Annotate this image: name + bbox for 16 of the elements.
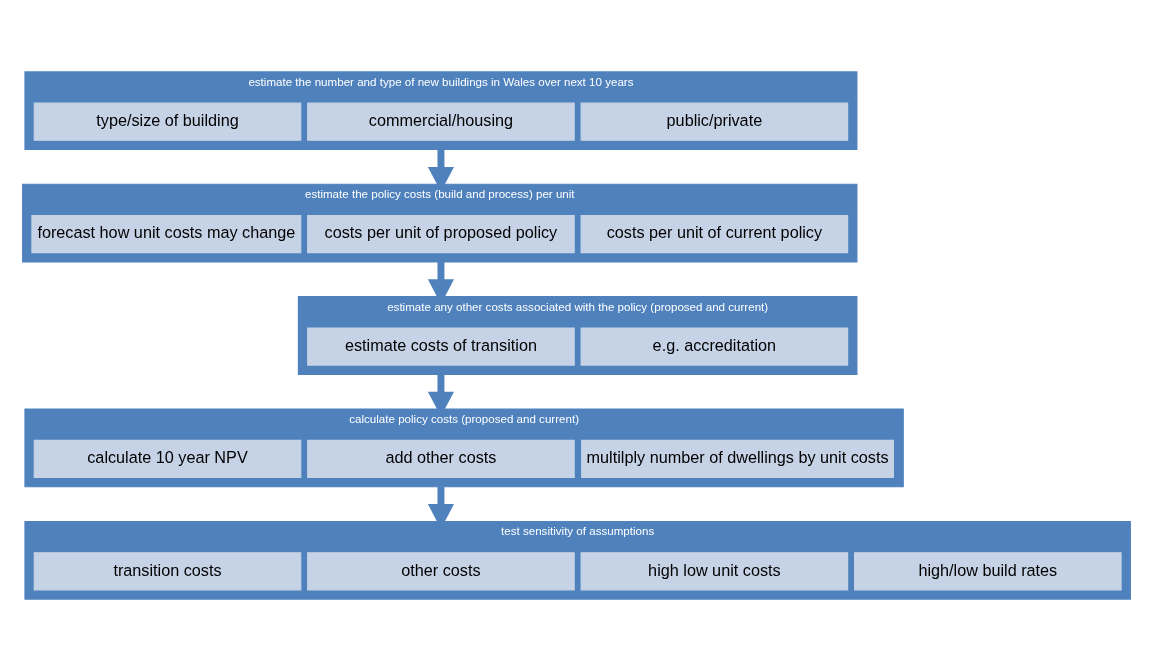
node-box: e.g. accreditation xyxy=(580,326,849,366)
arrow xyxy=(427,149,454,192)
node-box: calculate 10 year NPV xyxy=(33,439,302,478)
node-box: add other costs xyxy=(307,439,575,478)
node-box: costs per unit of proposed policy xyxy=(307,214,575,253)
node-box: high/low build rates xyxy=(854,551,1122,590)
node-box: multilply number of dwellings by unit costs xyxy=(581,439,894,478)
node-box: other costs xyxy=(307,551,575,590)
node-box: high low unit costs xyxy=(580,551,849,590)
node-box: public/private xyxy=(580,102,849,141)
node-box: estimate costs of transition xyxy=(307,326,575,366)
node-box: commercial/housing xyxy=(307,102,575,141)
node-box: forecast how unit costs may change xyxy=(31,214,302,253)
node-box: costs per unit of current policy xyxy=(580,214,849,253)
node-box: type/size of building xyxy=(33,102,302,141)
node-box: transition costs xyxy=(33,551,302,590)
